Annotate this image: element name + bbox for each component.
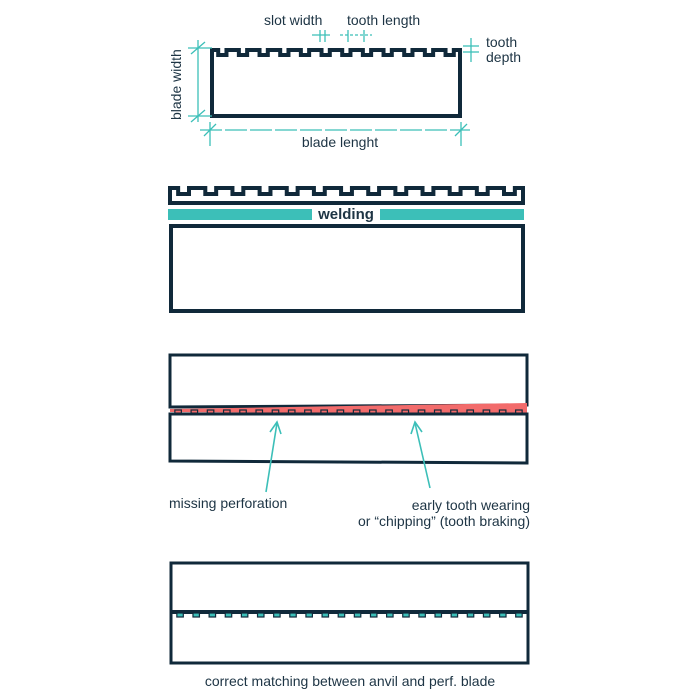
tooth	[434, 612, 443, 618]
welding-label: welding	[317, 206, 374, 223]
tooth	[515, 612, 523, 618]
blade-width-label: blade width	[168, 49, 184, 120]
tooth	[224, 612, 233, 618]
missing-perforation-arrow	[265, 422, 278, 493]
welding-bar-right	[380, 209, 524, 220]
tooth	[321, 612, 330, 618]
tooth-depth-label-line1: tooth	[486, 34, 517, 50]
dimension-lines	[188, 30, 479, 146]
tooth	[450, 612, 459, 618]
caption: correct matching between anvil and perf.…	[205, 673, 495, 689]
matched-teeth	[176, 612, 523, 618]
correct-matching-section: correct matching between anvil and perf.…	[169, 561, 530, 689]
welding-section: welding	[168, 186, 525, 313]
early-wear-label-line1: early tooth wearing	[412, 497, 530, 513]
tooth	[466, 612, 475, 618]
tooth-length-label: tooth length	[347, 12, 420, 28]
tooth	[337, 612, 346, 618]
perforation-blade	[168, 412, 529, 465]
tooth	[482, 612, 491, 618]
tooth	[240, 612, 249, 618]
tooth	[353, 612, 362, 618]
tooth	[273, 612, 281, 618]
early-wear-arrow	[414, 422, 431, 489]
blade-outline	[210, 48, 462, 118]
welding-bar-left	[168, 209, 312, 220]
blade-body	[169, 224, 525, 313]
tooth	[418, 612, 426, 618]
anvil	[168, 353, 529, 409]
tooth	[208, 612, 217, 618]
tooth-depth-label-line2: depth	[486, 49, 521, 65]
blade-length-label: blade lenght	[302, 134, 378, 150]
tooth	[386, 612, 394, 618]
blade-dimensions-section: slot width tooth length tooth depth blad…	[168, 12, 521, 150]
missing-perforation-label: missing perforation	[169, 495, 287, 511]
slot-width-label: slot width	[264, 12, 322, 28]
tooth	[256, 612, 265, 618]
tooth	[192, 612, 201, 618]
arrows	[265, 420, 431, 493]
tooth	[402, 612, 410, 618]
tooth	[176, 612, 184, 618]
tooth	[369, 612, 378, 618]
defect-section: missing perforation early tooth wearing …	[168, 353, 530, 529]
toothed-strip	[168, 186, 525, 205]
tooth	[305, 612, 313, 618]
tooth	[289, 612, 297, 618]
early-wear-label-line2: or “chipping” (tooth braking)	[358, 513, 530, 529]
tooth	[498, 612, 507, 618]
